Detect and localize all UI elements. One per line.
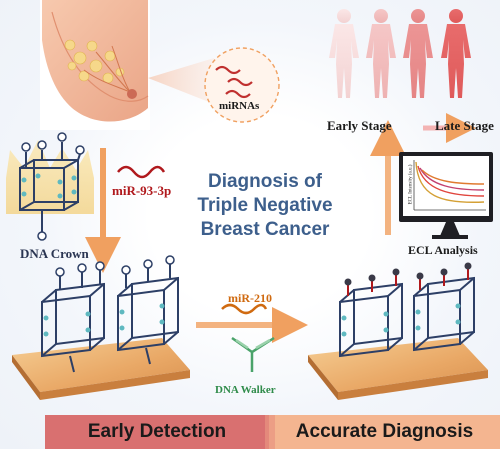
mir210-label: miR-210 xyxy=(228,291,272,305)
mir93-strand xyxy=(117,165,166,179)
dna-crown-label: DNA Crown xyxy=(20,246,89,261)
early-stage-label: Early Stage xyxy=(327,118,392,133)
mirnas-label: miRNAs xyxy=(219,100,260,112)
dna-crown xyxy=(6,132,94,241)
figure-4 xyxy=(441,9,471,98)
early-detection-bar: Early Detection xyxy=(87,421,227,442)
right-electrode-chip xyxy=(308,262,488,400)
ecl-analysis-label: ECL Analysis xyxy=(408,243,478,257)
ecl-monitor xyxy=(399,152,493,239)
late-stage-label: Late Stage xyxy=(435,118,494,133)
zoom-beam xyxy=(148,58,214,104)
mir93-label: miR-93-3p xyxy=(112,183,172,198)
accurate-diagnosis-bar: Accurate Diagnosis xyxy=(295,421,474,442)
mir210-strand xyxy=(221,303,268,315)
bar-right-bg xyxy=(269,415,500,449)
dna-walker xyxy=(231,336,275,372)
bar-left-bg xyxy=(45,415,269,449)
figure-2 xyxy=(366,9,396,98)
dna-walker-label: DNA Walker xyxy=(215,384,276,396)
figure-3 xyxy=(403,9,433,98)
mirna-bubble xyxy=(204,47,280,123)
stage-figures xyxy=(329,9,471,98)
breast-illustration xyxy=(40,0,150,130)
figure-1 xyxy=(329,9,359,98)
title-line-1: Diagnosis of xyxy=(207,171,322,192)
ecl-axis-label: ECL Intensity (a.u.) xyxy=(408,164,414,205)
title-line-3: Breast Cancer xyxy=(200,219,330,240)
left-electrode-chip xyxy=(12,255,190,400)
title-line-2: Triple Negative xyxy=(197,195,333,216)
diagram-title: Diagnosis of Triple Negative Breast Canc… xyxy=(190,170,340,242)
